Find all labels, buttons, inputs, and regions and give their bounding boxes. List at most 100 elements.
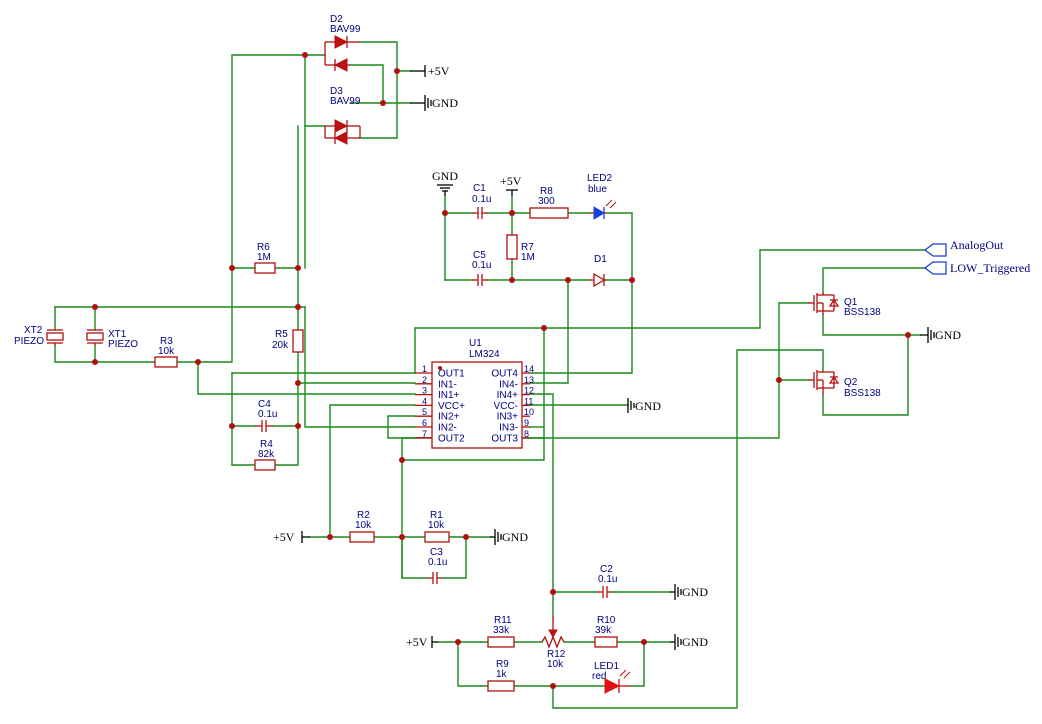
piezo-xt2[interactable]: XT2 PIEZO — [14, 325, 64, 347]
component-value: blue — [588, 184, 607, 195]
power-label: +5V — [428, 64, 450, 78]
gnd-u1: GND — [627, 398, 661, 413]
net-label-analog-out: AnalogOut — [950, 238, 1004, 252]
mosfet-q2[interactable]: Q2 BSS138 — [808, 370, 881, 399]
led-led2[interactable]: LED2 blue — [587, 173, 617, 220]
gnd-label: GND — [432, 169, 458, 183]
net-flag-low-triggered[interactable]: LOW_Triggered — [923, 261, 1030, 275]
component-value: 20k — [272, 340, 289, 351]
u1-pin-number: 8 — [524, 429, 529, 439]
power-5v-r7: +5V — [500, 174, 522, 196]
component-ref: R6 — [257, 242, 270, 253]
resistor-r1[interactable]: R1 10k — [424, 510, 450, 543]
piezo-xt1[interactable]: XT1 PIEZO — [86, 329, 138, 350]
u1-pin-number: 4 — [422, 396, 427, 406]
capacitor-c4[interactable]: C4 0.1u — [255, 399, 277, 432]
u1-pin-number: 7 — [422, 429, 427, 439]
resistor-r2[interactable]: R2 10k — [349, 510, 375, 543]
diode-d1[interactable]: D1 — [590, 254, 607, 288]
component-value: 10k — [428, 520, 445, 531]
resistor-r10[interactable]: R10 39k — [594, 615, 618, 648]
resistor-r6[interactable]: R6 1M — [254, 242, 276, 274]
gnd-label: GND — [682, 585, 708, 599]
component-ref: R3 — [160, 336, 173, 347]
u1-pin-name: IN2+ — [438, 412, 460, 423]
power-5v-r11: +5V — [406, 635, 438, 649]
component-value: 82k — [258, 449, 275, 460]
u1-pin-name: IN1- — [438, 379, 457, 390]
u1-pin-number: 1 — [422, 364, 427, 374]
junction — [463, 534, 469, 540]
mosfet-q1[interactable]: Q1 BSS138 — [808, 292, 881, 318]
resistor-r5[interactable]: R5 20k — [272, 329, 304, 353]
junction — [399, 534, 405, 540]
component-ref: R7 — [521, 242, 534, 253]
u1-pin-name: IN1+ — [438, 390, 460, 401]
junction — [229, 265, 235, 271]
component-ref: R4 — [260, 439, 273, 450]
component-value: 10k — [355, 520, 372, 531]
gnd-label: GND — [682, 635, 708, 649]
junction — [442, 210, 448, 216]
junction — [399, 457, 405, 463]
net-flag-analog-out[interactable]: AnalogOut — [923, 238, 1004, 257]
component-value: 300 — [538, 196, 555, 207]
power-label: +5V — [406, 635, 428, 649]
u1-pin-number: 12 — [524, 386, 534, 396]
wires — [54, 41, 926, 709]
capacitor-c1[interactable]: C1 0.1u — [472, 183, 491, 219]
gnd-top: GND — [410, 95, 458, 111]
junction — [295, 380, 301, 386]
junction — [394, 68, 400, 74]
diode-d3[interactable]: D3 BAV99 — [324, 86, 361, 145]
component-ref: R9 — [496, 659, 509, 670]
component-value: PIEZO — [108, 339, 138, 350]
component-ref: C5 — [473, 250, 486, 261]
resistor-r11[interactable]: R11 33k — [487, 615, 515, 648]
u1-pin-number: 2 — [422, 375, 427, 385]
u1-pin-number: 10 — [524, 407, 534, 417]
component-ref: R2 — [357, 510, 370, 521]
component-value: BAV99 — [330, 96, 361, 107]
power-label: +5V — [273, 530, 295, 544]
led-led1[interactable]: LED1 red — [592, 661, 631, 694]
junction — [550, 683, 556, 689]
junction — [629, 277, 635, 283]
junction — [302, 52, 308, 58]
junction — [295, 265, 301, 271]
component-ref: C4 — [258, 399, 271, 410]
capacitor-c2[interactable]: C2 0.1u — [598, 564, 617, 598]
capacitor-c3[interactable]: C3 0.1u — [428, 547, 447, 584]
gnd-r10: GND — [670, 634, 708, 650]
gnd-label: GND — [432, 96, 458, 110]
u1-pin-name: IN4+ — [497, 390, 519, 401]
capacitor-c5[interactable]: C5 0.1u — [472, 250, 491, 286]
gnd-q1: GND — [920, 327, 961, 343]
u1-pin-name: OUT2 — [438, 433, 465, 444]
power-5v-r2: +5V — [273, 530, 310, 544]
diode-d2[interactable]: D2 BAV99 — [324, 14, 361, 72]
resistor-r4[interactable]: R4 82k — [254, 439, 276, 471]
u1-pin-name: OUT4 — [491, 369, 518, 380]
component-value: BAV99 — [330, 24, 361, 35]
resistor-r7[interactable]: R7 1M — [506, 234, 535, 263]
component-value: 1M — [521, 252, 535, 263]
junction — [550, 589, 556, 595]
component-value: BSS138 — [844, 388, 881, 399]
component-ref: R11 — [494, 615, 512, 626]
component-value: LM324 — [469, 349, 500, 360]
potentiometer-r12[interactable]: R12 10k — [541, 616, 566, 670]
u1-pin-name: IN4- — [499, 379, 518, 390]
resistor-r9[interactable]: R9 1k — [487, 659, 515, 692]
junction — [905, 332, 911, 338]
gnd-label: GND — [635, 399, 661, 413]
resistor-r3[interactable]: R3 10k — [154, 336, 178, 368]
component-value: 10k — [547, 659, 564, 670]
resistor-r8[interactable]: R8 300 — [529, 186, 569, 219]
component-ref: R10 — [597, 615, 616, 626]
u1-pin-name: OUT3 — [491, 433, 518, 444]
gnd-label: GND — [935, 328, 961, 342]
